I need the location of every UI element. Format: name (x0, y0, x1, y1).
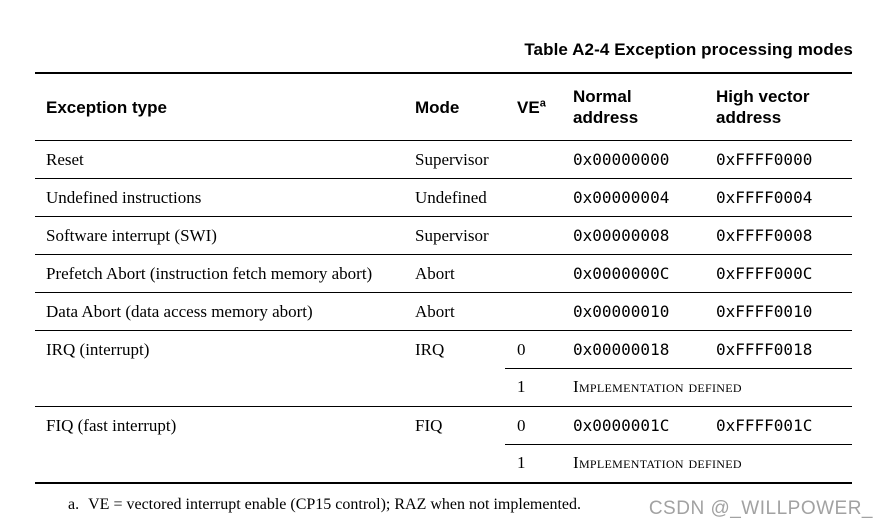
cell-normal-address: 0x0000000C (573, 264, 670, 283)
footnote-reference-a: a (539, 96, 546, 109)
cell-normal-address: 0x00000018 (573, 340, 670, 359)
cell-high-vector-address: 0xFFFF0018 (716, 340, 813, 359)
cell-mode: Abort (415, 263, 455, 283)
table-row-undefined: Undefined instructions Undefined 0x00000… (35, 178, 852, 216)
cell-mode: IRQ (415, 339, 445, 359)
cell-exception-type: Data Abort (data access memory abort) (46, 301, 313, 321)
header-ve: VEa (517, 97, 573, 118)
header-mode: Mode (415, 97, 460, 117)
cell-high-vector-address: 0xFFFF0004 (716, 188, 813, 207)
table-caption: Table A2-4 Exception processing modes (524, 40, 853, 59)
table-row-fiq-ve1: 1 Implementation defined (35, 444, 852, 482)
cell-high-vector-address: 0xFFFF0008 (716, 226, 813, 245)
table-header-row: Exception type Mode VEa Normal address H… (35, 74, 852, 140)
cell-normal-address: 0x00000004 (573, 188, 670, 207)
header-ve-label: VE (517, 97, 540, 117)
table-row-irq-ve1: 1 Implementation defined (35, 368, 852, 406)
cell-mode: Supervisor (415, 225, 489, 245)
table-row-reset: Reset Supervisor 0x00000000 0xFFFF0000 (35, 140, 852, 178)
cell-ve: 0 (517, 415, 526, 435)
footnote-marker: a. (68, 496, 80, 513)
table-footnote: a. VE = vectored interrupt enable (CP15 … (68, 496, 581, 514)
cell-exception-type: Prefetch Abort (instruction fetch memory… (46, 263, 373, 283)
cell-high-vector-address: 0xFFFF000C (716, 264, 813, 283)
table-row-data-abort: Data Abort (data access memory abort) Ab… (35, 292, 852, 330)
header-normal-address: Normal address (573, 87, 639, 127)
cell-normal-address: 0x00000000 (573, 150, 670, 169)
cell-high-vector-address: 0xFFFF0010 (716, 302, 813, 321)
cell-mode: Supervisor (415, 149, 489, 169)
cell-mode: Undefined (415, 187, 487, 207)
cell-exception-type: IRQ (interrupt) (46, 339, 150, 359)
table-row-prefetch-abort: Prefetch Abort (instruction fetch memory… (35, 254, 852, 292)
cell-ve: 0 (517, 339, 526, 359)
cell-implementation-defined: Implementation defined (573, 377, 742, 396)
cell-high-vector-address: 0xFFFF001C (716, 416, 813, 435)
header-high-vector-address: High vector address (716, 87, 810, 127)
cell-normal-address: 0x00000008 (573, 226, 670, 245)
cell-exception-type: Reset (46, 149, 84, 169)
table-row-fiq: FIQ (fast interrupt) FIQ 0 0x0000001C 0x… (35, 406, 852, 444)
csdn-watermark: CSDN @_WILLPOWER_ (648, 498, 873, 519)
cell-mode: Abort (415, 301, 455, 321)
exception-modes-table: Exception type Mode VEa Normal address H… (35, 72, 852, 484)
cell-high-vector-address: 0xFFFF0000 (716, 150, 813, 169)
cell-exception-type: FIQ (fast interrupt) (46, 415, 177, 435)
cell-normal-address: 0x0000001C (573, 416, 670, 435)
footnote-text: VE = vectored interrupt enable (CP15 con… (88, 496, 582, 513)
cell-exception-type: Software interrupt (SWI) (46, 225, 217, 245)
cell-ve: 1 (517, 377, 526, 396)
cell-ve: 1 (517, 453, 526, 472)
table-row-swi: Software interrupt (SWI) Supervisor 0x00… (35, 216, 852, 254)
header-exception-type: Exception type (46, 97, 167, 117)
partial-rule (505, 444, 852, 445)
table-row-irq: IRQ (interrupt) IRQ 0 0x00000018 0xFFFF0… (35, 330, 852, 368)
partial-rule (505, 368, 852, 369)
cell-exception-type: Undefined instructions (46, 187, 202, 207)
cell-mode: FIQ (415, 415, 443, 435)
cell-normal-address: 0x00000010 (573, 302, 670, 321)
cell-implementation-defined: Implementation defined (573, 453, 742, 472)
